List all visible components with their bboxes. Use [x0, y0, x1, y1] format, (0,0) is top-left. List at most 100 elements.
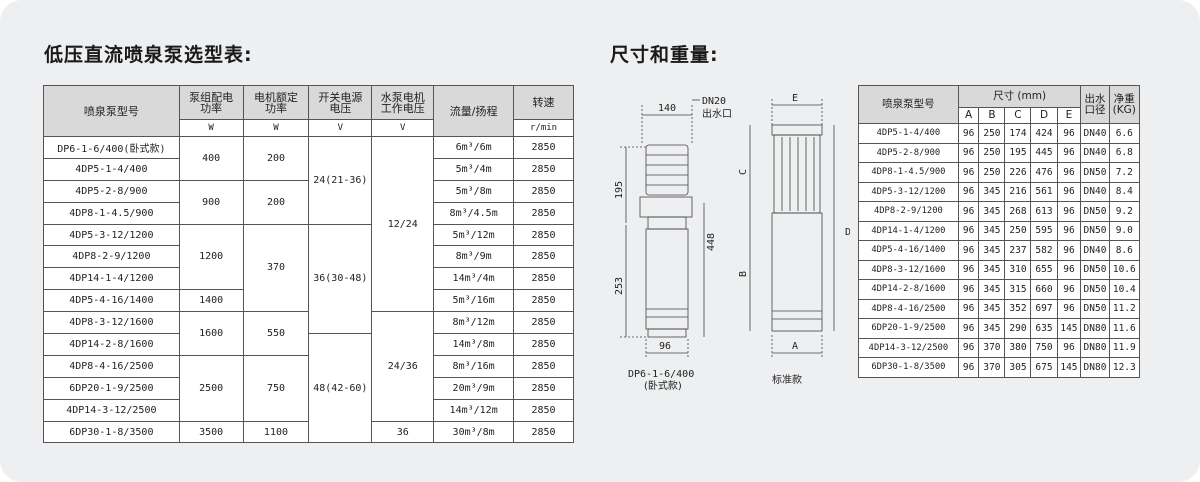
motor-voltage-cell: 36	[371, 420, 435, 444]
value-cell: 11.9	[1108, 337, 1141, 358]
value-cell: 250	[978, 123, 1006, 144]
value-cell: 96	[1056, 259, 1082, 280]
value-cell: 96	[957, 240, 980, 261]
value-cell: 11.2	[1108, 298, 1141, 319]
value-cell: DN50	[1080, 201, 1110, 222]
speed-cell: 2850	[513, 333, 574, 356]
value-cell: 216	[1004, 181, 1032, 202]
speed-cell: 2850	[513, 136, 574, 159]
pump-dimension-drawing: DN20 出水口 140 195 253 448 96 DP6-1-6/400 …	[614, 93, 850, 392]
value-cell: 345	[978, 318, 1006, 339]
value-cell: DN80	[1080, 337, 1110, 358]
value-cell: DN40	[1080, 142, 1110, 163]
value-cell: 96	[1056, 181, 1082, 202]
model-cell: 4DP5-4-16/1400	[43, 289, 180, 313]
model-cell: 4DP8-3-12/1600	[858, 259, 959, 280]
value-cell: 8.4	[1108, 181, 1141, 202]
value-cell: 96	[1056, 337, 1082, 358]
value-cell: 9.0	[1108, 220, 1141, 241]
value-cell: 237	[1004, 240, 1032, 261]
flow-head-cell: 5m³/8m	[433, 179, 515, 203]
value-cell: DN40	[1080, 123, 1110, 144]
letter-e: E	[792, 93, 798, 104]
header-rated-power: 电机额定 功率	[242, 85, 310, 120]
model-cell: 4DP5-4-16/1400	[858, 240, 959, 261]
value-cell: 11.6	[1108, 318, 1141, 339]
dim-col-header: A	[957, 107, 980, 124]
value-cell: 305	[1004, 357, 1032, 378]
model-cell: 4DP8-1-4.5/900	[43, 201, 180, 225]
flow-head-cell: 5m³/16m	[433, 289, 515, 313]
flow-head-cell: 5m³/4m	[433, 157, 515, 181]
value-cell: 370	[978, 357, 1006, 378]
power-cell: 1400	[178, 289, 244, 313]
dim-195: 195	[614, 181, 625, 199]
letter-d: D	[845, 227, 850, 238]
model-cell: 4DP14-1-4/1200	[43, 267, 180, 291]
value-cell: 96	[957, 181, 980, 202]
value-cell: DN50	[1080, 298, 1110, 319]
dim-header-size: 尺寸 (mm)	[957, 85, 1082, 108]
speed-cell: 2850	[513, 398, 574, 422]
model-cell: 4DP14-3-12/2500	[858, 337, 959, 358]
dim-448: 448	[706, 233, 717, 251]
value-cell: 96	[957, 357, 980, 378]
value-cell: 268	[1004, 201, 1032, 222]
letter-a: A	[792, 341, 798, 352]
flow-head-cell: 5m³/12m	[433, 223, 515, 247]
pump-base	[647, 328, 687, 338]
flow-head-cell: 30m³/8m	[433, 420, 515, 444]
value-cell: 424	[1030, 123, 1058, 144]
value-cell: 250	[978, 162, 1006, 183]
value-cell: 145	[1056, 357, 1082, 378]
speed-cell: 2850	[513, 376, 574, 400]
value-cell: 635	[1030, 318, 1058, 339]
value-cell: 345	[978, 201, 1006, 222]
flow-head-cell: 8m³/12m	[433, 311, 515, 335]
value-cell: 8.6	[1108, 240, 1141, 261]
value-cell: 96	[1056, 220, 1082, 241]
header-speed: 转速	[513, 85, 574, 120]
letter-c: C	[738, 169, 749, 175]
rated-power-cell: 750	[242, 354, 310, 422]
unit-power: W	[178, 119, 244, 137]
flow-head-cell: 8m³/9m	[433, 245, 515, 269]
value-cell: 750	[1030, 337, 1058, 358]
speed-cell: 2850	[513, 420, 574, 444]
rated-power-cell: 550	[242, 311, 310, 356]
model-cell: 4DP14-2-8/1600	[858, 279, 959, 300]
value-cell: DN50	[1080, 162, 1110, 183]
rated-power-cell: 370	[242, 223, 310, 313]
value-cell: 345	[978, 240, 1006, 261]
speed-cell: 2850	[513, 179, 574, 203]
speed-cell: 2850	[513, 289, 574, 313]
pump-head	[645, 144, 689, 196]
value-cell: 9.2	[1108, 201, 1141, 222]
power-cell: 900	[178, 179, 244, 225]
motor-voltage-cell: 12/24	[371, 135, 435, 313]
letter-b: B	[738, 271, 749, 277]
header-switch-voltage: 开关电源 电压	[308, 85, 373, 120]
value-cell: 96	[957, 220, 980, 241]
value-cell: DN40	[1080, 240, 1110, 261]
dim-253: 253	[614, 277, 625, 295]
power-cell: 400	[178, 136, 244, 181]
value-cell: 96	[957, 142, 980, 163]
model-cell: 4DP5-1-4/400	[858, 123, 959, 144]
value-cell: 345	[978, 220, 1006, 241]
value-cell: 226	[1004, 162, 1032, 183]
value-cell: 10.6	[1108, 259, 1141, 280]
value-cell: 174	[1004, 123, 1032, 144]
model-cell: 4DP5-2-8/900	[43, 179, 180, 203]
dim-140: 140	[658, 103, 676, 114]
dim-col-header: D	[1030, 107, 1058, 124]
